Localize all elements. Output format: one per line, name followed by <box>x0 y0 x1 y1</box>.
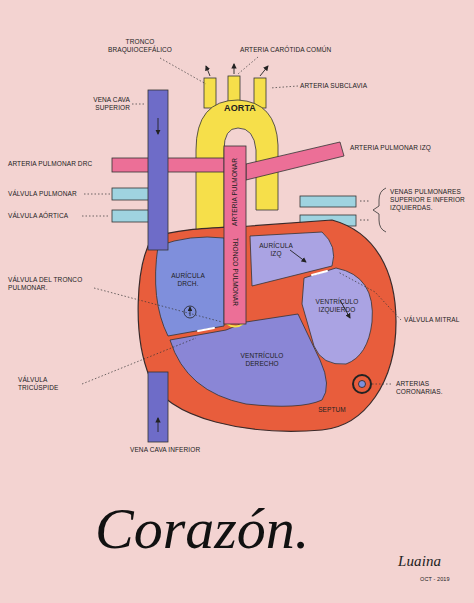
heart-valves <box>198 328 214 331</box>
aorta <box>204 78 216 108</box>
vena-cava <box>148 90 168 442</box>
flow-icon <box>184 306 196 318</box>
bracket <box>360 188 386 232</box>
heart-chambers <box>156 237 224 336</box>
vena-cava <box>148 90 168 250</box>
flow-arrows <box>158 118 159 134</box>
part-label: VÁLVULA AÓRTICA <box>8 212 98 220</box>
leader-lines <box>270 86 298 88</box>
leader-lines <box>372 384 392 385</box>
part-label: VÁLVULA TRICÚSPIDE <box>18 376 82 392</box>
part-label: TRONCO PULMONAR <box>231 238 239 306</box>
heart-chambers <box>156 232 373 406</box>
part-label: VENTRÍCULO DERECHO <box>230 352 294 368</box>
flow-arrows <box>158 64 350 432</box>
part-label: VÁLVULA PULMONAR <box>8 190 98 198</box>
part-label: ARTERIA PULMONAR DRC <box>8 160 108 168</box>
part-label: VENAS PULMONARES SUPERIOR E INFERIOR IZQ… <box>390 188 468 211</box>
leader-lines <box>82 216 110 217</box>
heart-wall <box>138 220 396 431</box>
flow-icon <box>184 306 196 318</box>
leader-lines <box>84 194 110 195</box>
bracket <box>360 201 370 220</box>
part-label: VENA CAVA SUPERIOR <box>66 96 130 112</box>
part-label: AORTA <box>222 103 258 114</box>
coronary-artery <box>353 375 371 393</box>
heart-chambers <box>170 314 327 406</box>
pulmonary-arteries <box>112 142 344 324</box>
part-label: VÁLVULA MITRAL <box>404 316 468 324</box>
coronary-artery <box>353 375 371 393</box>
part-label: TRONCO BRAQUIOCEFÁLICO <box>100 38 180 54</box>
flow-arrows <box>158 418 159 432</box>
leader-lines <box>338 272 401 320</box>
part-label: ARTERIA PULMONAR <box>231 158 239 226</box>
flow-arrows <box>206 66 210 76</box>
title: Corazón. <box>95 495 309 562</box>
part-label: VENTRÍCULO IZQUIERDO <box>306 298 368 314</box>
date-note: OCT - 2019 <box>420 576 470 583</box>
part-label: ARTERIA CARÓTIDA COMÚN <box>240 46 350 54</box>
leader-lines <box>94 288 222 322</box>
flow-arrows <box>234 64 235 74</box>
bracket <box>373 188 386 232</box>
pulmonary-veins <box>112 210 152 222</box>
leader-lines <box>132 104 146 105</box>
part-label: SEPTUM <box>312 406 352 414</box>
heart-valves <box>312 271 327 275</box>
leader-lines <box>238 57 258 74</box>
part-label: AURÍCULA IZQ <box>256 242 296 258</box>
pulmonary-veins <box>112 188 152 200</box>
part-label: ARTERIA PULMONAR IZQ <box>350 144 465 152</box>
signature: Luaina <box>398 552 468 570</box>
part-label: VÁLVULA DEL TRONCO PULMONAR. <box>8 276 92 292</box>
part-label: ARTERIAS CORONARIAS. <box>396 380 468 396</box>
coronary-artery <box>359 381 366 388</box>
heart-chambers <box>302 268 372 364</box>
part-label: ARTERIA SUBCLAVIA <box>300 82 390 90</box>
vena-cava <box>148 372 168 442</box>
leader-lines <box>160 58 206 84</box>
flow-icon <box>190 307 191 316</box>
flow-arrows <box>260 66 268 76</box>
heart-wall <box>138 220 396 431</box>
pulmonary-veins <box>300 196 356 207</box>
part-label: VENA CAVA INFERIOR <box>130 446 240 454</box>
part-label: AURÍCULA DRCH. <box>166 272 210 288</box>
pulmonary-arteries <box>246 142 344 180</box>
pulmonary-arteries <box>224 146 246 324</box>
flow-arrows <box>290 250 306 262</box>
heart-valves <box>198 271 327 331</box>
leader-lines <box>82 338 196 384</box>
